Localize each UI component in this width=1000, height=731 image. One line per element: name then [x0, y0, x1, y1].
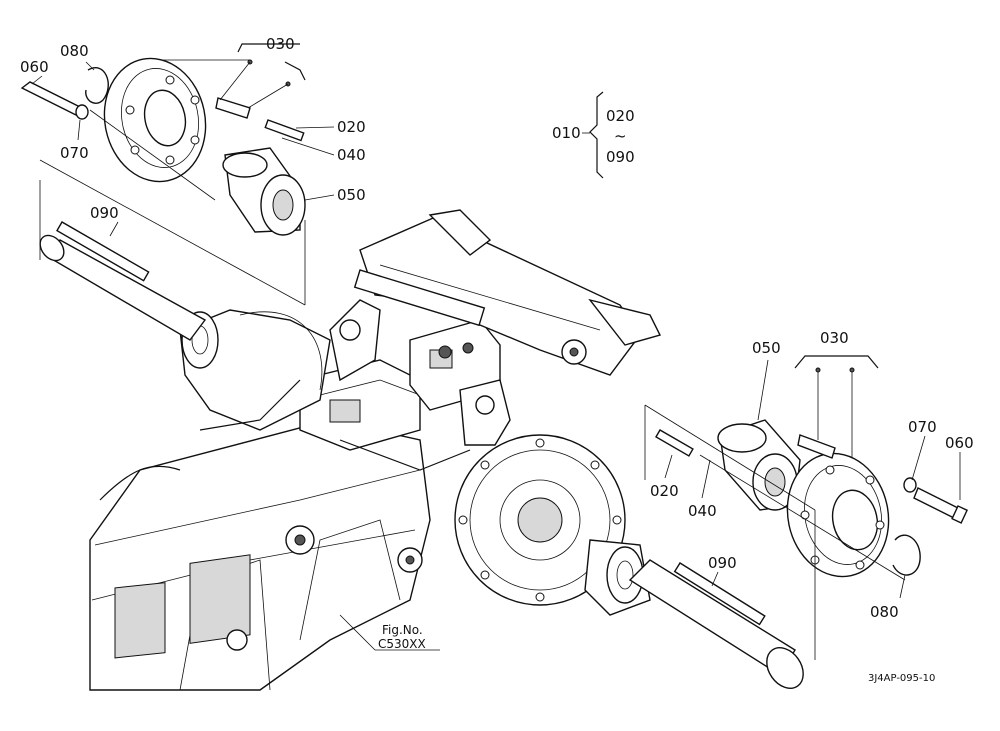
legend-range-start[interactable]: 020: [606, 107, 635, 125]
legend-range-end[interactable]: 090: [606, 148, 635, 166]
left-axle-shaft-assembly: [20, 57, 306, 341]
fig-ref-line2[interactable]: C530XX: [378, 637, 426, 651]
label-090-right[interactable]: 090: [708, 554, 737, 572]
label-080-right[interactable]: 080: [870, 603, 899, 621]
label-090-left[interactable]: 090: [90, 204, 119, 222]
part-labels-right: 050 030 070 060 020 040 090 080: [650, 329, 974, 621]
figure-reference[interactable]: Fig.No. C530XX: [378, 623, 426, 651]
label-010-assembly[interactable]: 010: [552, 124, 581, 142]
label-040-left[interactable]: 040: [337, 146, 366, 164]
label-030-right[interactable]: 030: [820, 329, 849, 347]
part-labels-top-left: 060 080 070 030 020 040 050 090: [20, 35, 366, 222]
label-070-right[interactable]: 070: [908, 418, 937, 436]
label-080-left[interactable]: 080: [60, 42, 89, 60]
label-050-left[interactable]: 050: [337, 186, 366, 204]
transmission-housing: [89, 209, 662, 691]
label-050-right[interactable]: 050: [752, 339, 781, 357]
assembly-legend: 010 020 ~ 090: [552, 107, 635, 166]
label-060-left[interactable]: 060: [20, 58, 49, 76]
right-axle-shaft-assembly: [628, 367, 968, 689]
label-070-left[interactable]: 070: [60, 144, 89, 162]
fig-ref-line1: Fig.No.: [382, 623, 423, 637]
label-020-right[interactable]: 020: [650, 482, 679, 500]
legend-range-separator: ~: [614, 127, 627, 145]
drawing-code: 3J4AP-095-10: [868, 673, 935, 684]
label-020-left[interactable]: 020: [337, 118, 366, 136]
label-030-left[interactable]: 030: [266, 35, 295, 53]
label-040-right[interactable]: 040: [688, 502, 717, 520]
callout-leaders: [31, 43, 961, 651]
label-060-right[interactable]: 060: [945, 434, 974, 452]
